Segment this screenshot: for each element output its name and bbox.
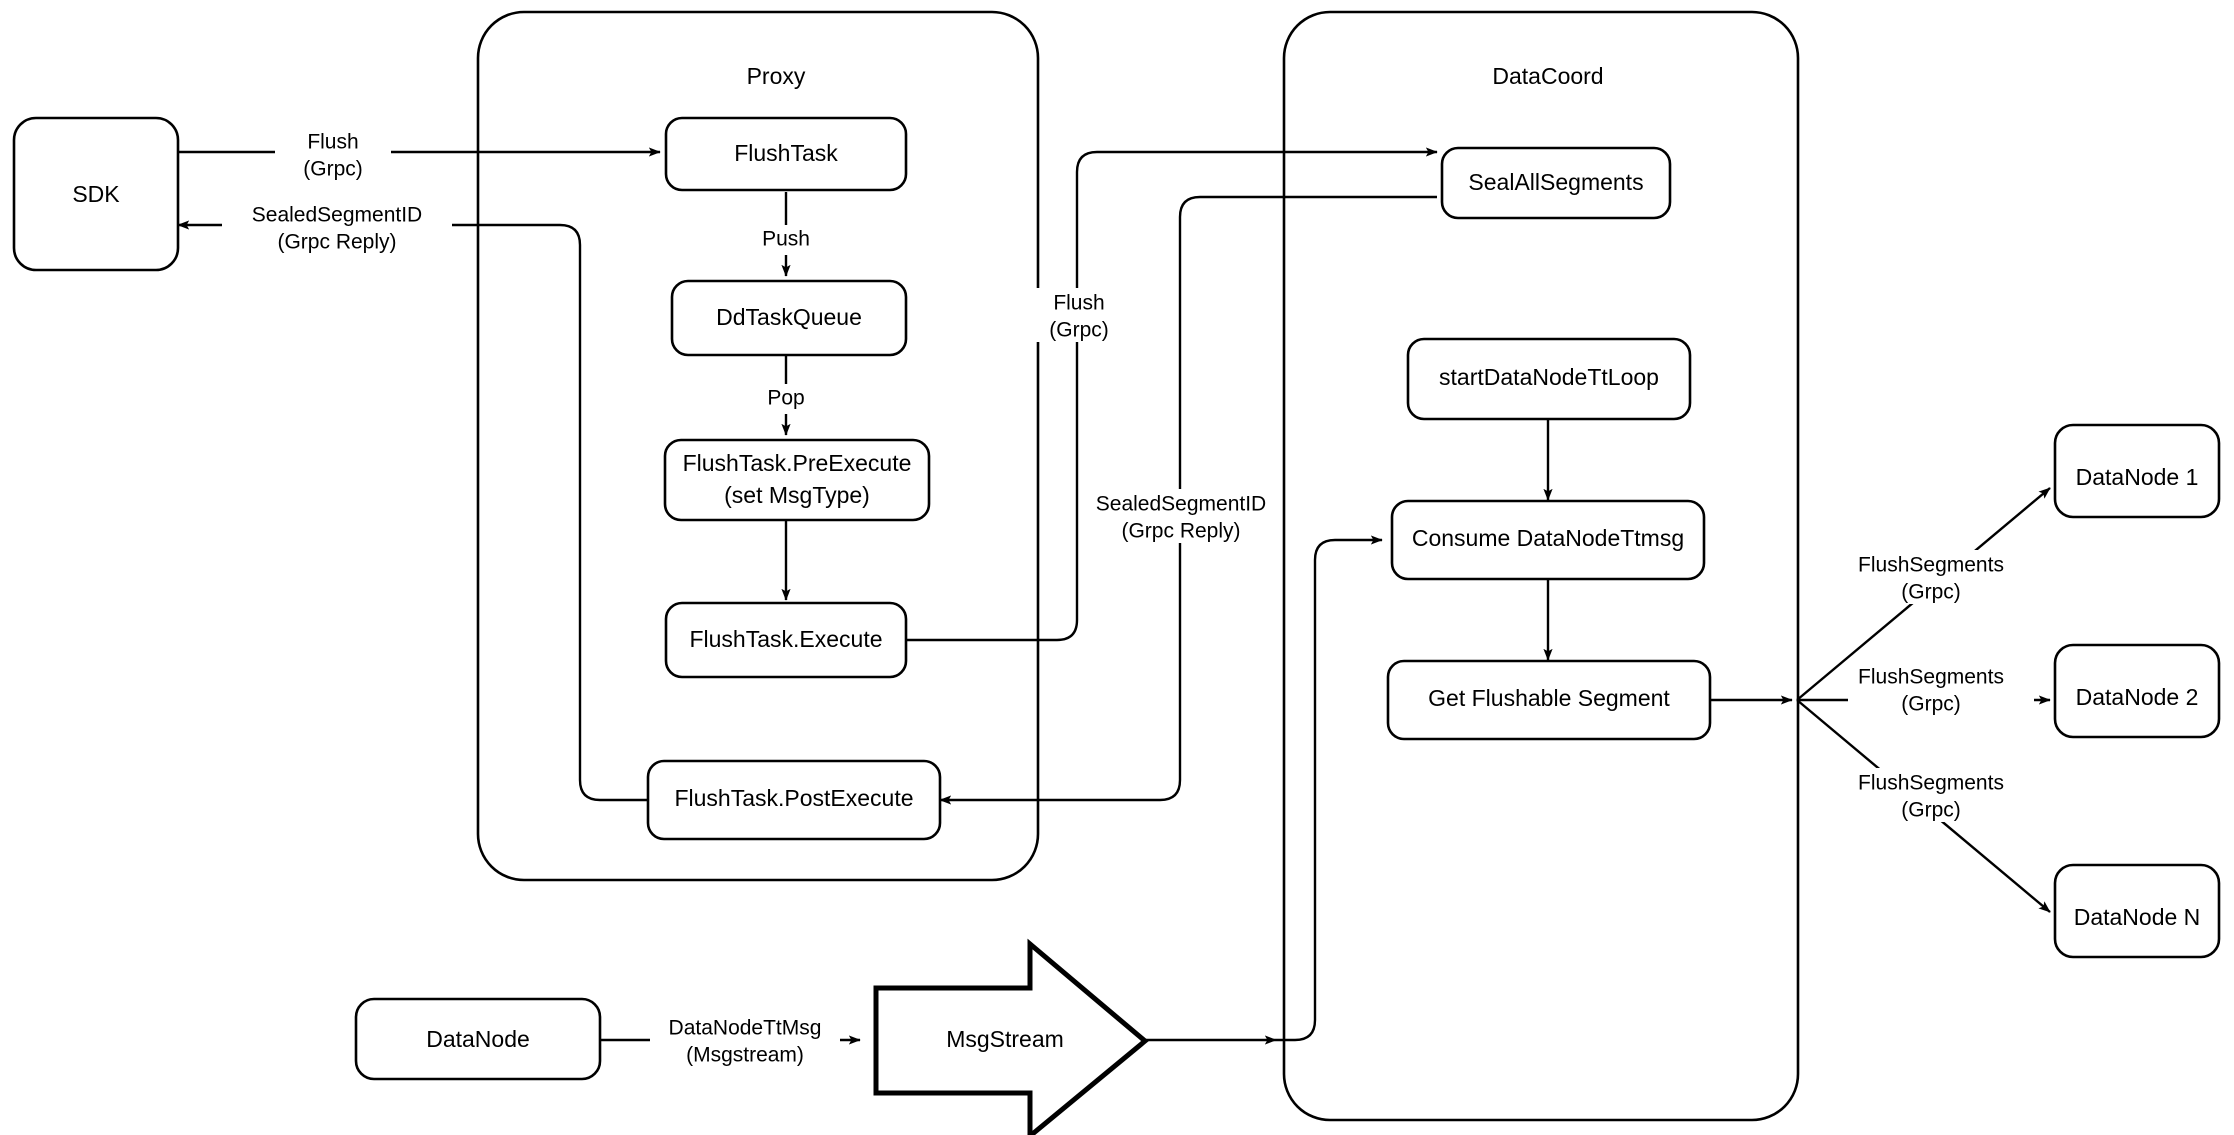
node-datanode2-box[interactable]	[2053, 643, 2221, 739]
node-ddtaskqueue[interactable]: DdTaskQueue	[670, 279, 908, 357]
node-flushtask[interactable]: FlushTask	[664, 116, 908, 192]
edge-label-flushsegments-n-line1: FlushSegments	[1858, 772, 2004, 795]
edge-label-flush-grpc-line1: Flush	[307, 131, 358, 154]
node-datanode-source-label: DataNode	[426, 1026, 530, 1052]
edge-label-flushsegments-2-line2: (Grpc)	[1901, 693, 1961, 716]
node-getflushablesegment-label: Get Flushable Segment	[1428, 685, 1670, 711]
edge-label-sealedsegmentid-reply: SealedSegmentID (Grpc Reply)	[222, 200, 452, 254]
node-datanoden-box[interactable]	[2053, 863, 2221, 959]
node-msgstream-shape[interactable]	[873, 938, 1149, 1135]
edge-label-flushsegments-1-line2: (Grpc)	[1901, 581, 1961, 604]
node-sdk-label: SDK	[72, 181, 120, 207]
node-datanode2-label: DataNode 2	[2076, 684, 2199, 710]
edge-label-flushsegments-1: FlushSegments (Grpc)	[1848, 550, 2034, 604]
edge-label-flush-grpc: Flush (Grpc)	[275, 128, 391, 182]
node-preexecute[interactable]: FlushTask.PreExecute (set MsgType)	[663, 438, 931, 522]
edge-execute-to-sealallsegments	[906, 147, 1438, 642]
node-datanode1-label: DataNode 1	[2076, 464, 2199, 490]
node-sdk-box[interactable]	[12, 116, 180, 272]
node-execute[interactable]: FlushTask.Execute	[664, 601, 908, 679]
node-postexecute[interactable]: FlushTask.PostExecute	[646, 759, 942, 841]
node-ddtaskqueue-box[interactable]	[670, 279, 908, 357]
edge-label-sealedsegmentid-reply-2-line2: (Grpc Reply)	[1121, 520, 1240, 543]
edge-label-flushsegments-2: FlushSegments (Grpc)	[1848, 662, 2034, 716]
node-datanode-source-box[interactable]	[354, 997, 602, 1081]
proxy-container	[476, 10, 1040, 882]
edge-label-flush-grpc-proxy-datacoord: Flush (Grpc)	[1024, 288, 1134, 342]
edge-label-flush-grpc-line2: (Grpc)	[303, 158, 363, 181]
datacoord-container	[1282, 10, 1800, 1122]
edge-label-flushsegments-2-line1: FlushSegments	[1858, 666, 2004, 689]
node-datanoden[interactable]: DataNode N	[2053, 863, 2221, 959]
edge-label-datanodettmsg-line1: DataNodeTtMsg	[669, 1017, 822, 1040]
node-msgstream-label: MsgStream	[946, 1026, 1064, 1052]
edge-label-push: Push	[752, 225, 820, 255]
node-datanode1[interactable]: DataNode 1	[2053, 423, 2221, 519]
node-preexecute-label-line2: (set MsgType)	[724, 482, 870, 508]
edge-label-push: Push	[762, 228, 810, 251]
edge-label-sealedsegmentid-reply-datacoord: SealedSegmentID (Grpc Reply)	[1088, 489, 1274, 543]
node-ddtaskqueue-label: DdTaskQueue	[716, 304, 862, 330]
proxy-title: Proxy	[747, 63, 806, 89]
node-datanode-source[interactable]: DataNode	[354, 997, 602, 1081]
edge-label-flushsegments-n-line2: (Grpc)	[1901, 799, 1961, 822]
edge-label-sealedsegmentid-reply-2-line1: SealedSegmentID	[1096, 493, 1266, 516]
edge-label-flushsegments-1-line1: FlushSegments	[1858, 554, 2004, 577]
node-startdatanodettloop-box[interactable]	[1406, 337, 1692, 421]
node-msgstream[interactable]: MsgStream	[873, 938, 1149, 1135]
node-preexecute-box[interactable]	[663, 438, 931, 522]
node-getflushablesegment[interactable]: Get Flushable Segment	[1386, 659, 1712, 741]
node-preexecute-label-line1: FlushTask.PreExecute	[683, 450, 912, 476]
node-postexecute-label: FlushTask.PostExecute	[674, 785, 913, 811]
node-datanoden-label: DataNode N	[2074, 904, 2201, 930]
edge-postexecute-to-sdk	[177, 220, 648, 802]
node-consumedatanodettmsg[interactable]: Consume DataNodeTtmsg	[1390, 499, 1706, 581]
node-startdatanodettloop-label: startDataNodeTtLoop	[1439, 364, 1659, 390]
node-getflushablesegment-box[interactable]	[1386, 659, 1712, 741]
node-postexecute-box[interactable]	[646, 759, 942, 841]
edge-label-flush-grpc-2-line1: Flush	[1053, 292, 1104, 315]
edge-label-datanodettmsg: DataNodeTtMsg (Msgstream)	[650, 1013, 840, 1067]
node-sealallsegments-box[interactable]	[1440, 146, 1672, 220]
edge-label-sealedsegmentid-reply-line1: SealedSegmentID	[252, 204, 422, 227]
node-sdk[interactable]: SDK	[12, 116, 180, 272]
node-consumedatanodettmsg-box[interactable]	[1390, 499, 1706, 581]
node-datanode2[interactable]: DataNode 2	[2053, 643, 2221, 739]
group-proxy: Proxy	[476, 10, 1040, 882]
edge-label-pop: Pop	[755, 384, 817, 414]
group-datacoord: DataCoord	[1282, 10, 1800, 1122]
edge-label-sealedsegmentid-reply-line2: (Grpc Reply)	[277, 231, 396, 254]
edge-datacoord-to-consume	[1276, 535, 1383, 1042]
node-sealallsegments-label: SealAllSegments	[1468, 169, 1643, 195]
node-startdatanodettloop[interactable]: startDataNodeTtLoop	[1406, 337, 1692, 421]
edge-label-flush-grpc-2-line2: (Grpc)	[1049, 319, 1109, 342]
datacoord-title: DataCoord	[1492, 63, 1603, 89]
node-flushtask-label: FlushTask	[734, 140, 838, 166]
node-datanode1-box[interactable]	[2053, 423, 2221, 519]
node-flushtask-box[interactable]	[664, 116, 908, 192]
node-sealallsegments[interactable]: SealAllSegments	[1440, 146, 1672, 220]
edge-label-datanodettmsg-line2: (Msgstream)	[686, 1044, 804, 1067]
edge-label-flushsegments-n: FlushSegments (Grpc)	[1848, 768, 2034, 822]
node-execute-label: FlushTask.Execute	[689, 626, 882, 652]
node-execute-box[interactable]	[664, 601, 908, 679]
edge-label-pop: Pop	[767, 387, 804, 410]
node-consumedatanodettmsg-label: Consume DataNodeTtmsg	[1412, 525, 1684, 551]
